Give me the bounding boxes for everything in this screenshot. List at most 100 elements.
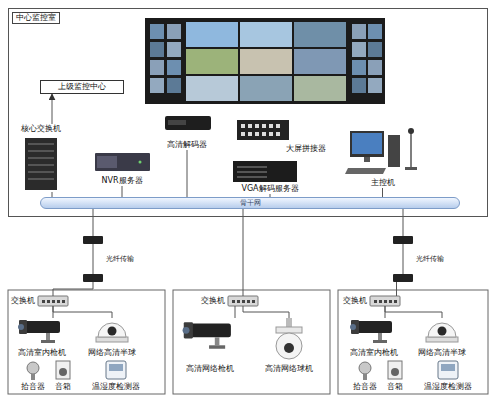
wall-tile bbox=[167, 78, 181, 93]
controller-port bbox=[269, 124, 273, 128]
controller-port bbox=[255, 132, 259, 136]
dome-camera-icon bbox=[426, 323, 458, 342]
server-vent bbox=[237, 171, 267, 173]
site-frame bbox=[338, 290, 488, 394]
wall-tile bbox=[352, 78, 366, 93]
th-sensor: 温湿度检测器 bbox=[86, 360, 146, 392]
node-label: 上级监控中心 bbox=[58, 82, 106, 92]
master-workstation: 主控机 bbox=[345, 128, 420, 188]
wall-tile bbox=[368, 78, 382, 93]
sensor-icon bbox=[438, 361, 458, 379]
node-label: 高清网络球机 bbox=[265, 364, 313, 374]
fiber-link: 光纤传输 bbox=[393, 236, 413, 282]
nvr-panel bbox=[97, 156, 117, 168]
wall-tile bbox=[352, 42, 366, 57]
controller-port bbox=[262, 124, 266, 128]
wall-tile bbox=[150, 78, 164, 93]
fiber-transceiver-pair bbox=[83, 236, 103, 282]
connector bbox=[52, 94, 53, 124]
wall-controller: 大屏拼接器 bbox=[234, 118, 326, 154]
nvr-server: NVR服务器 bbox=[92, 150, 152, 186]
mic-icon bbox=[27, 362, 39, 380]
speaker: 音箱 bbox=[382, 360, 408, 392]
access-switch: 交换机 bbox=[228, 296, 258, 306]
node-label: 大屏拼接器 bbox=[286, 144, 326, 154]
site-frame bbox=[8, 290, 165, 394]
rack-slot bbox=[28, 157, 54, 159]
node-label: 拾音器 bbox=[353, 382, 377, 392]
server-case bbox=[233, 161, 297, 182]
decoder-case bbox=[165, 116, 211, 130]
wall-tile bbox=[240, 76, 292, 101]
wall-tile bbox=[294, 76, 346, 101]
node-label: 网络高清半球 bbox=[88, 348, 136, 358]
keyboard bbox=[345, 168, 386, 174]
control-room: 中心监控室上级监控中心核心交换机NVR服务器高清解码器大屏拼接器VGA解码服务器… bbox=[8, 8, 488, 217]
controller-port bbox=[276, 132, 280, 136]
controller-port bbox=[276, 124, 280, 128]
wall-frame bbox=[145, 18, 385, 104]
connector bbox=[187, 150, 188, 197]
rack-slot bbox=[28, 171, 54, 173]
wall-tile bbox=[186, 49, 238, 74]
wall-tile bbox=[240, 22, 292, 47]
nvr-symbol bbox=[95, 153, 150, 171]
server-vent bbox=[237, 176, 267, 178]
dome-camera: 网络高清半球 bbox=[414, 318, 470, 358]
superior-center-box: 上级监控中心 bbox=[40, 80, 124, 94]
hd-decoder: 高清解码器 bbox=[158, 112, 216, 150]
wall-tile bbox=[352, 60, 366, 75]
connector bbox=[243, 306, 289, 318]
switch-icon bbox=[38, 296, 68, 306]
node-label: 主控机 bbox=[371, 178, 395, 188]
wall-tile bbox=[167, 42, 181, 57]
video-wall bbox=[145, 18, 385, 104]
node-label: 高清室内枪机 bbox=[18, 348, 66, 358]
site-frame bbox=[173, 290, 330, 394]
core-switch: 核心交换机 bbox=[18, 124, 64, 192]
backbone-bus: 骨干网 bbox=[40, 197, 460, 209]
bullet-camera-icon bbox=[350, 320, 392, 343]
indoor-bullet-camera: 高清室内枪机 bbox=[14, 318, 70, 358]
controller-port bbox=[241, 132, 245, 136]
nvr-case bbox=[95, 153, 150, 171]
node-label: 交换机 bbox=[11, 296, 35, 306]
wall-tile bbox=[368, 42, 382, 57]
mic-icon bbox=[359, 362, 371, 380]
switch-icon bbox=[228, 296, 258, 306]
node-label: 高清解码器 bbox=[167, 140, 207, 150]
node-label: 光纤传输 bbox=[416, 254, 444, 264]
wall-tile bbox=[186, 22, 238, 47]
dome-camera: 网络高清半球 bbox=[84, 318, 140, 358]
connector bbox=[53, 306, 112, 318]
connector bbox=[385, 306, 442, 318]
controller-case bbox=[237, 120, 289, 140]
wall-tile bbox=[150, 42, 164, 57]
connector bbox=[396, 282, 397, 296]
rack-slot bbox=[28, 178, 54, 180]
rack-slot bbox=[28, 164, 54, 166]
connector bbox=[122, 186, 123, 197]
core-switch-symbol bbox=[25, 138, 57, 190]
sensor-icon bbox=[106, 361, 126, 379]
rack-slot bbox=[28, 150, 54, 152]
decoder-symbol bbox=[165, 116, 211, 130]
monitor-frame bbox=[350, 131, 384, 157]
connector bbox=[403, 209, 404, 236]
connector bbox=[235, 306, 236, 318]
bullet-camera-icon bbox=[183, 322, 231, 348]
dome-camera-icon bbox=[96, 323, 128, 342]
node-label: 核心交换机 bbox=[21, 124, 61, 134]
controller-port bbox=[248, 124, 252, 128]
wall-tile bbox=[186, 76, 238, 101]
controller-port bbox=[255, 124, 259, 128]
node-label: 网络高清半球 bbox=[418, 348, 466, 358]
controller-port bbox=[248, 132, 252, 136]
mic-base bbox=[405, 167, 417, 170]
mic-head bbox=[408, 128, 414, 134]
access-switch: 交换机 bbox=[370, 296, 400, 306]
wall-tile bbox=[294, 49, 346, 74]
node-label: 温湿度检测器 bbox=[92, 382, 140, 392]
node-label: 交换机 bbox=[201, 296, 225, 306]
node-label: 骨干网 bbox=[240, 199, 261, 207]
